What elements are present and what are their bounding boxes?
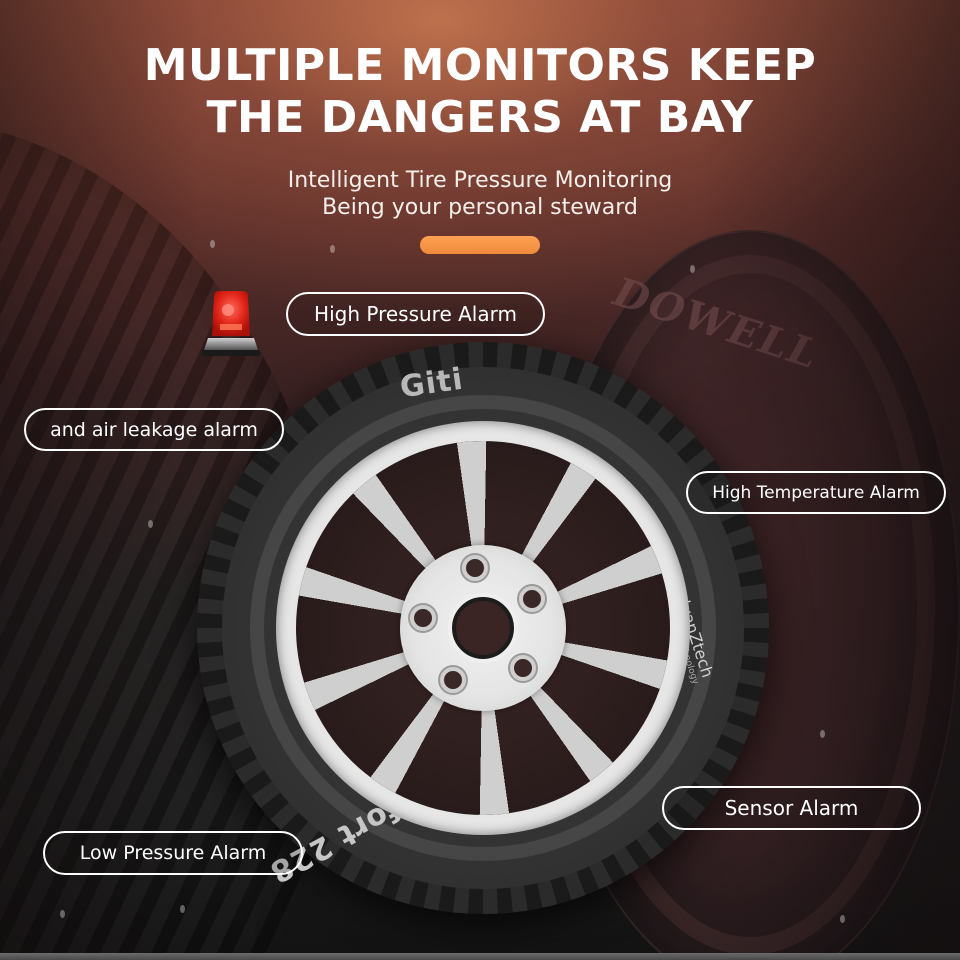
water-droplet xyxy=(820,730,825,738)
water-droplet xyxy=(690,265,695,273)
high-temperature-alarm-label: High Temperature Alarm xyxy=(686,471,946,514)
lug-nut xyxy=(440,667,466,693)
lug-nut xyxy=(519,586,545,612)
alarm-beacon-icon xyxy=(200,288,262,358)
background-shade-left xyxy=(0,0,200,960)
water-droplet xyxy=(148,520,153,528)
headline-line-1: MULTIPLE MONITORS KEEP xyxy=(143,40,817,91)
subtitle: Intelligent Tire Pressure Monitoring Bei… xyxy=(0,167,960,221)
low-pressure-alarm-label: Low Pressure Alarm xyxy=(43,831,303,875)
lug-nut xyxy=(410,605,436,631)
wheel-center-bore xyxy=(452,597,514,659)
water-droplet xyxy=(210,240,215,248)
water-droplet xyxy=(330,245,335,253)
accent-divider xyxy=(420,236,540,254)
sensor-alarm-label: Sensor Alarm xyxy=(662,786,921,830)
bottom-edge-bar xyxy=(0,953,960,960)
water-droplet xyxy=(60,910,65,918)
subhead-line-2: Being your personal steward xyxy=(322,195,638,220)
headline-line-2: THE DANGERS AT BAY xyxy=(206,92,754,143)
lug-nut xyxy=(510,655,536,681)
page-title: MULTIPLE MONITORS KEEP THE DANGERS AT BA… xyxy=(0,40,960,144)
water-droplet xyxy=(840,915,845,923)
water-droplet xyxy=(180,905,185,913)
air-leakage-alarm-label: and air leakage alarm xyxy=(24,408,284,451)
subhead-line-1: Intelligent Tire Pressure Monitoring xyxy=(287,168,673,193)
lug-nut xyxy=(462,555,488,581)
high-pressure-alarm-label: High Pressure Alarm xyxy=(286,292,545,336)
